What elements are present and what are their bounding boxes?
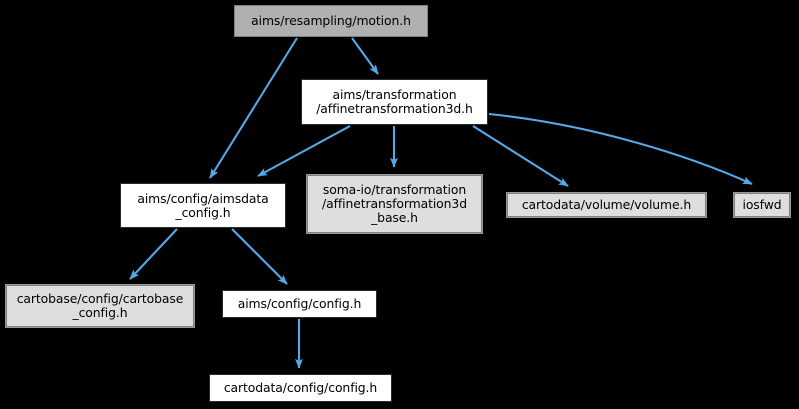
edge-motion-to-aimsdata-config [209, 37, 298, 179]
node-cartodata-volume-volume[interactable]: cartodata/volume/volume.h [506, 192, 707, 218]
edge-motion-to-affinetransformation3d [351, 37, 379, 75]
edge-affinetransformation3d-to-volume [472, 125, 569, 187]
node-label: iosfwd [742, 197, 782, 213]
node-aims-resampling-motion[interactable]: aims/resampling/motion.h [234, 5, 428, 37]
edge-affinetransformation3d-to-aimsdata-config [257, 125, 351, 177]
node-cartodata-config-config[interactable]: cartodata/config/config.h [209, 374, 392, 402]
node-aims-config-aimsdata-config[interactable]: aims/config/aimsdata _config.h [120, 183, 286, 228]
node-label: aims/config/config.h [237, 296, 362, 312]
node-soma-io-transformation-affinetransformation3d-base[interactable]: soma-io/transformation /affinetransforma… [306, 174, 483, 234]
edge-aimsdata-config-to-aims-config [231, 228, 288, 285]
node-aims-transformation-affinetransformation3d[interactable]: aims/transformation /affinetransformatio… [301, 79, 488, 125]
edge-affinetransformation3d-to-iosfwd [488, 112, 753, 185]
node-label: aims/config/aimsdata _config.h [137, 190, 269, 220]
node-label: cartodata/volume/volume.h [521, 197, 692, 213]
node-cartobase-config-cartobase-config[interactable]: cartobase/config/cartobase _config.h [5, 284, 195, 328]
node-iosfwd[interactable]: iosfwd [733, 192, 791, 218]
node-aims-config-config[interactable]: aims/config/config.h [222, 290, 377, 318]
edge-aimsdata-config-to-cartobase-config [129, 228, 178, 280]
node-label: cartodata/config/config.h [223, 380, 378, 396]
node-label: aims/transformation /affinetransformatio… [316, 87, 473, 116]
node-label: soma-io/transformation /affinetransforma… [322, 182, 467, 225]
node-label: aims/resampling/motion.h [251, 13, 411, 29]
node-label: cartobase/config/cartobase _config.h [16, 291, 184, 320]
